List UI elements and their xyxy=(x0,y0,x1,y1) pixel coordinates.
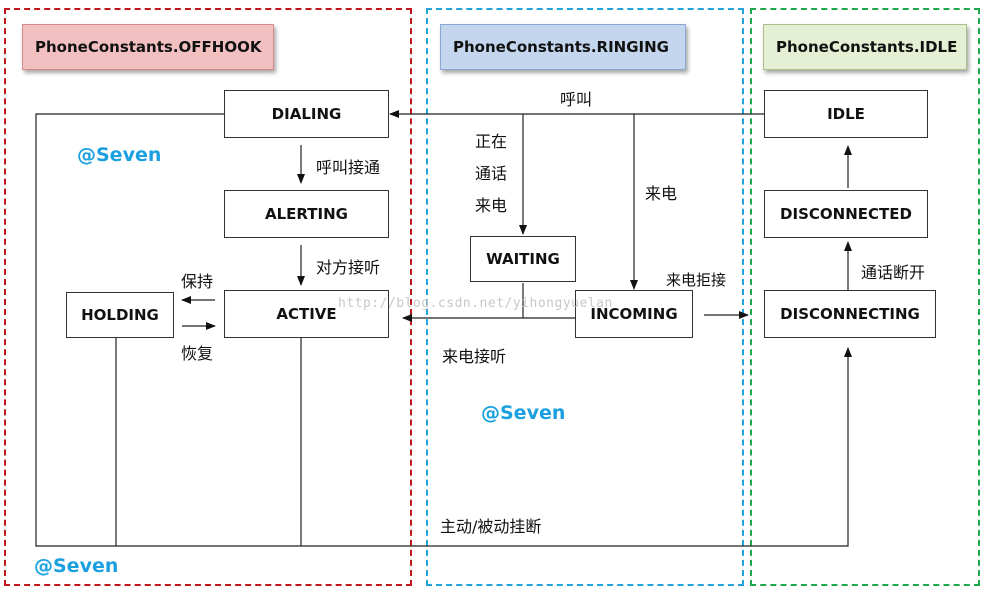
state-incoming: INCOMING xyxy=(575,290,693,338)
author-watermark: @Seven xyxy=(77,144,162,166)
label-reject-incoming: 来电拒接 xyxy=(666,271,727,289)
state-waiting: WAITING xyxy=(470,236,576,282)
label-answer-incoming: 来电接听 xyxy=(442,347,507,366)
offhook-zone-header: PhoneConstants.OFFHOOK xyxy=(22,24,274,70)
state-alerting: ALERTING xyxy=(224,190,389,238)
ringing-zone-header: PhoneConstants.RINGING xyxy=(440,24,686,70)
label-incoming: 来电 xyxy=(645,184,678,203)
label-peer-answer: 对方接听 xyxy=(316,258,381,277)
state-holding: HOLDING xyxy=(66,292,174,338)
state-dialing: DIALING xyxy=(224,90,389,138)
offhook-zone xyxy=(4,8,412,586)
state-active: ACTIVE xyxy=(224,290,389,338)
label-incoming-during-call: 正在 通话 来电 xyxy=(475,132,508,215)
ringing-zone xyxy=(426,8,744,586)
idle-zone-header: PhoneConstants.IDLE xyxy=(763,24,967,70)
label-hangup: 主动/被动挂断 xyxy=(440,517,542,536)
state-disconnected: DISCONNECTED xyxy=(764,190,928,238)
author-watermark: @Seven xyxy=(34,555,119,577)
url-watermark: http://blog.csdn.net/yihongyuelan xyxy=(338,296,613,311)
hangup-path xyxy=(35,113,852,547)
label-resume: 恢复 xyxy=(181,344,214,363)
label-call-connected: 呼叫接通 xyxy=(316,158,381,177)
label-call-disconnected: 通话断开 xyxy=(861,263,926,282)
state-idle: IDLE xyxy=(764,90,928,138)
label-call: 呼叫 xyxy=(560,90,593,109)
state-disconnecting: DISCONNECTING xyxy=(764,290,936,338)
author-watermark: @Seven xyxy=(481,402,566,424)
label-hold: 保持 xyxy=(181,272,214,291)
idle-zone xyxy=(750,8,980,586)
